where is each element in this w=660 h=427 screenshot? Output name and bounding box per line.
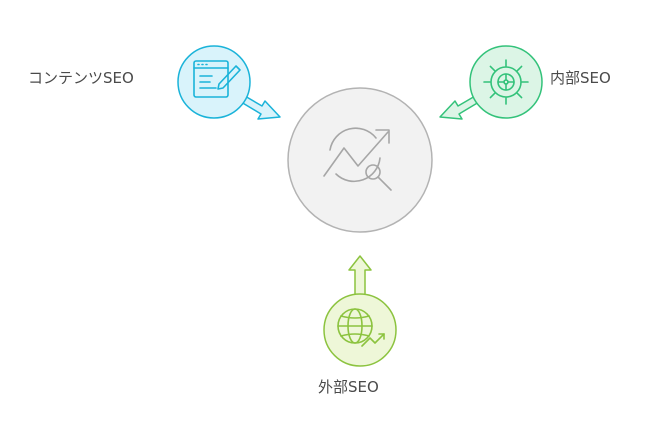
internal-seo-label: 内部SEO: [550, 69, 611, 87]
content-seo-label: コンテンツSEO: [28, 69, 134, 87]
edit-document-icon: [193, 60, 241, 98]
search-trend-icon: [323, 127, 392, 191]
center-node: [287, 87, 433, 233]
external-seo-label: 外部SEO: [318, 378, 379, 396]
content-seo-node: [177, 45, 281, 120]
gear-icon: [483, 59, 529, 105]
globe-trend-icon: [337, 308, 385, 347]
internal-seo-node: [439, 45, 543, 120]
external-seo-node: [323, 255, 397, 367]
